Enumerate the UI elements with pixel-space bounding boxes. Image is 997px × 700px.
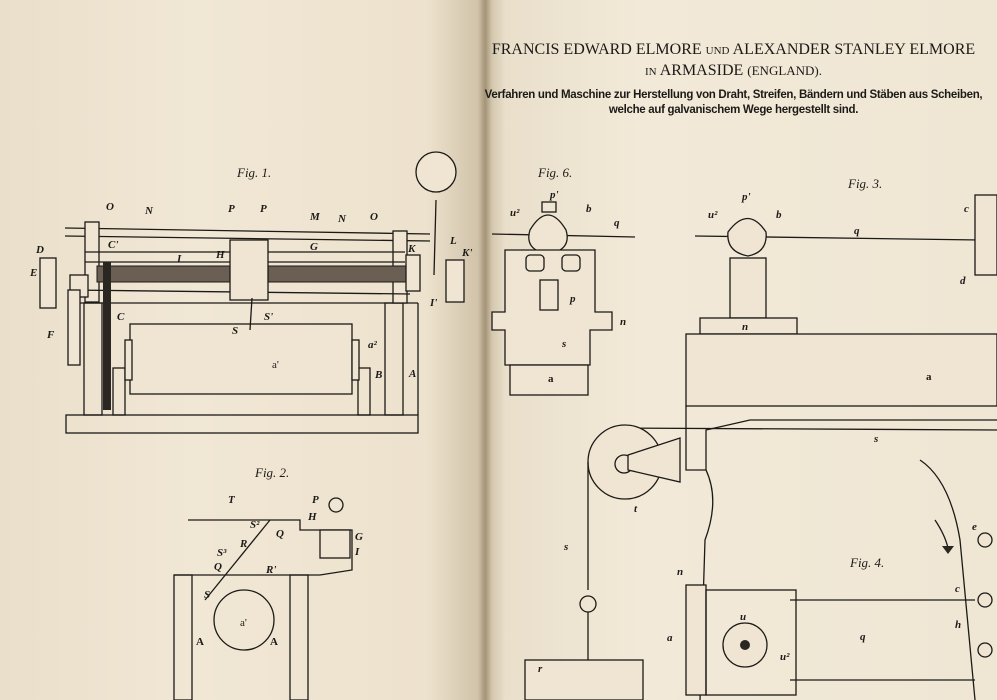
fig2-part-label: A [270,636,278,648]
fig2-part-label: R [239,538,247,550]
fig1-part-label: P [260,203,267,215]
fig6-caption: Fig. 6. [537,165,572,180]
fig2-part-label: a' [240,617,247,629]
patent-title-line-1: Verfahren und Maschine zur Herstellung v… [484,89,983,101]
fig2-part-label: Q [276,528,284,540]
fig1-part-label: B [374,369,382,381]
fig6-part-label: b [586,203,592,215]
fig6-part-label: u² [510,207,520,219]
fig3-caption: Fig. 3. [847,176,882,191]
location: in Armaside (England). [474,61,993,82]
fig2-part-label: H [307,511,317,523]
fig1-part-label: K [407,243,416,255]
fig1-part-label: H [215,249,225,261]
fig6-part-label: q [614,217,620,229]
fig4-part-label: u [740,611,746,623]
fig2-part-label: P [312,494,319,506]
fig2-part-label: G [355,531,363,543]
fig4-part-label: c [955,583,960,595]
figure-3: Fig. 3. u² p' b q c d n a s t s r [524,176,997,700]
conjunction: und [705,45,730,57]
fig2-part-label: R' [265,564,276,576]
fig1-part-label: F [46,329,55,341]
fig1-part-label: N [144,205,154,217]
fig4-part-label: e [972,521,977,533]
fig4-part-label: q [860,631,866,643]
fig3-part-label: c [964,203,969,215]
fig3-part-label: q [854,225,860,237]
fig1-part-label: C [117,311,125,323]
fig1-caption: Fig. 1. [236,165,271,180]
fig2-part-label: S² [250,519,260,531]
fig3-part-label: r [538,663,543,675]
fig6-part-label: p' [549,189,559,201]
figure-2: Fig. 2. T P H G I Q S²R S³ Q R' S a' A A [173,465,363,700]
in-word: in [644,66,657,78]
fig4-part-label: u² [780,651,790,663]
patent-header: Francis Edward Elmore und Alexander Stan… [474,40,993,118]
fig2-part-label: S³ [217,547,227,559]
fig1-part-label: E [29,267,37,279]
fig1-part-label: S' [264,311,273,323]
fig1-part-label: C' [108,239,118,251]
inventor-1: Francis Edward Elmore [491,41,702,58]
fig6-part-label: a [548,373,554,385]
fig1-part-label: G [310,241,318,253]
fig3-part-label: d [960,275,966,287]
fig3-part-label: u² [708,209,718,221]
fig2-part-label: Q [214,561,222,573]
patent-title-line-2: welche auf galvanischem Wege hergestellt… [608,104,859,116]
fig2-part-label: I [354,546,360,558]
fig1-part-label: S [232,325,238,337]
fig4-part-label: h [955,619,961,631]
figure-1: Fig. 1. O N P P M N O D E C' I G H K [29,151,472,434]
figure-6: Fig. 6. p' u² b q p n s a [491,165,636,396]
book-gutter [478,0,492,700]
fig3-part-label: a [926,371,932,383]
fig1-part-label: L [449,235,457,247]
fig1-part-label: O [106,201,114,213]
fig6-part-label: s [561,338,566,350]
fig1-part-label: M [309,211,321,223]
fig3-part-label: s [873,433,878,445]
fig1-part-label: N [337,213,347,225]
fig2-part-label: A [196,636,204,648]
fig6-part-label: p [569,293,576,305]
fig1-part-label: I' [429,297,437,309]
fig1-part-label: O [370,211,378,223]
fig1-part-label: a² [368,339,378,351]
fig6-part-label: n [620,316,626,328]
fig1-part-label: a' [272,359,279,371]
fig2-part-label: T [228,494,236,506]
fig1-part-label: P [228,203,235,215]
fig2-part-label: S [204,589,210,601]
inventor-2: Alexander Stanley Elmore [732,41,976,58]
fig3-part-label: n [742,321,748,333]
fig4-part-label: a [667,632,673,644]
fig3-part-label: s [563,541,568,553]
fig1-part-label: K' [461,247,472,259]
country: (England). [747,63,823,78]
fig4-caption: Fig. 4. [849,555,884,570]
fig3-part-label: b [776,209,782,221]
fig3-part-label: p' [741,191,751,203]
inventor-names: Francis Edward Elmore und Alexander Stan… [474,40,993,61]
fig1-part-label: A [408,368,416,380]
place-name: Armaside [659,62,744,79]
fig1-part-label: D [35,244,44,256]
fig4-part-label: n [677,566,683,578]
fig2-caption: Fig. 2. [254,465,289,480]
figure-4: Fig. 4. n a u u² q c h e [667,459,993,700]
fig3-part-label: t [634,503,638,515]
fig1-part-label: I [176,253,182,265]
